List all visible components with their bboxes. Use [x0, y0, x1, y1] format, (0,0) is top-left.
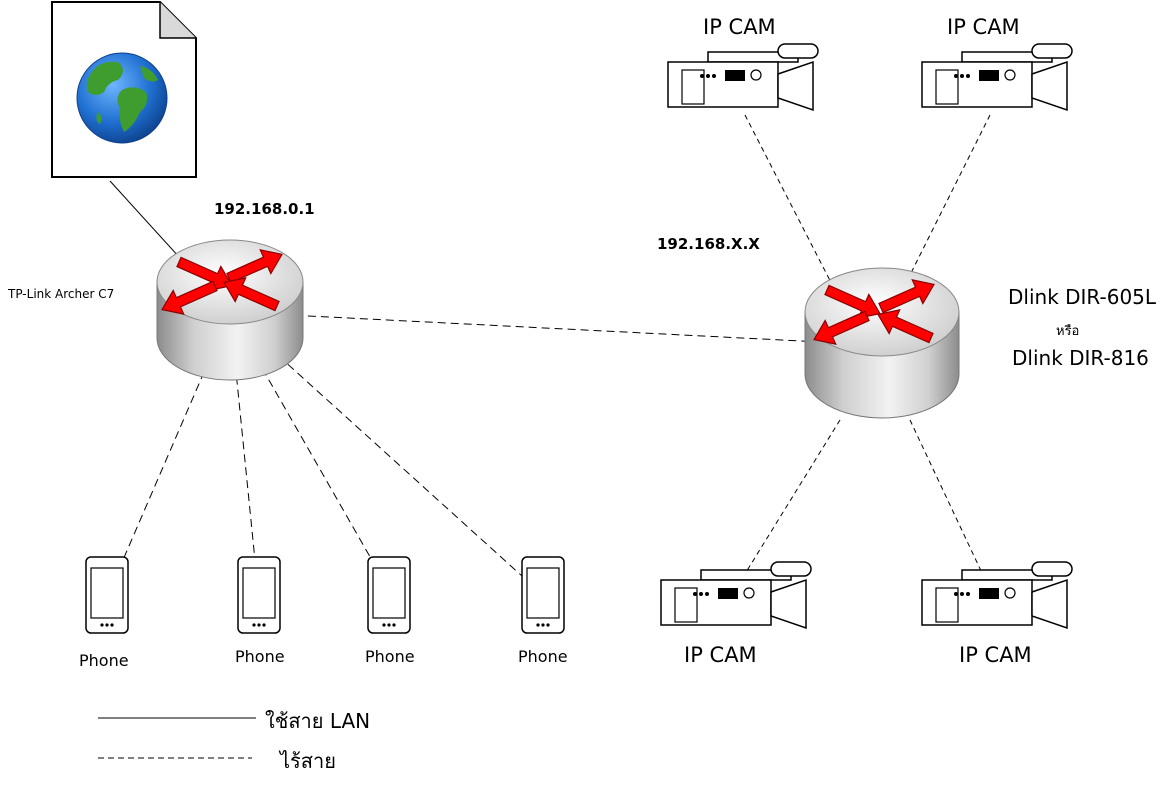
- secondary-router-model-line2: Dlink DIR-816: [1012, 346, 1149, 370]
- wireless-link-routers: [229, 311, 881, 346]
- phone-label: Phone: [365, 647, 415, 666]
- camera-label: IP CAM: [947, 15, 1020, 39]
- secondary-router-model-line1: Dlink DIR-605L: [1008, 285, 1157, 309]
- camera-label: IP CAM: [684, 643, 757, 667]
- secondary-router: [804, 267, 960, 419]
- phone-label: Phone: [518, 647, 568, 666]
- main-router-model-label: TP-Link Archer C7: [8, 287, 115, 301]
- phone-icon: [367, 556, 411, 634]
- phone-label: Phone: [235, 647, 285, 666]
- phone-icon: [237, 556, 281, 634]
- phone-icon: [521, 556, 565, 634]
- camera-label: IP CAM: [959, 643, 1032, 667]
- phone-label: Phone: [79, 651, 129, 670]
- secondary-router-ip-label: 192.168.X.X: [657, 235, 760, 253]
- camera-icon: [921, 561, 1073, 629]
- wireless-link-cam-3: [734, 419, 841, 591]
- main-router-ip-label: 192.168.0.1: [214, 200, 315, 218]
- wireless-link-cam-2: [904, 114, 991, 286]
- main-router: [156, 239, 304, 381]
- wireless-link-cam-1: [744, 114, 841, 301]
- wireless-link-phone-1: [109, 311, 231, 591]
- lan-link-internet-router: [109, 180, 181, 259]
- globe-icon: [76, 52, 168, 144]
- camera-icon: [667, 43, 819, 111]
- internet-document-icon: [51, 1, 197, 178]
- secondary-router-model-or: หรือ: [1056, 324, 1080, 339]
- camera-icon: [660, 561, 812, 629]
- legend: [98, 717, 256, 759]
- phone-icon: [85, 556, 129, 634]
- legend-wired-label: ใช้สาย LAN: [265, 709, 371, 733]
- wireless-link-cam-4: [909, 419, 991, 591]
- camera-icon: [921, 43, 1073, 111]
- camera-label: IP CAM: [703, 15, 776, 39]
- legend-wireless-label: ไร้สาย: [280, 749, 336, 773]
